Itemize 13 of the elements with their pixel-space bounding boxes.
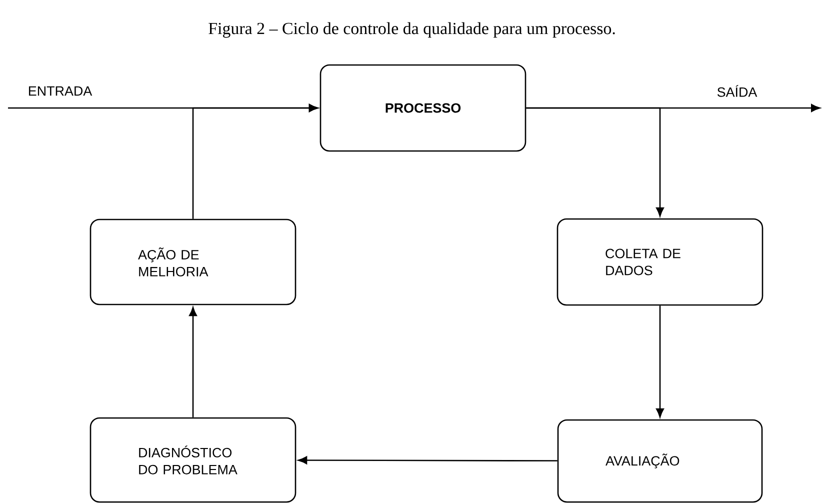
edge-label: ENTRADA	[26, 85, 94, 97]
step-box: DIAGNÓSTICO DO PROBLEMA	[90, 417, 296, 503]
process-box: PROCESSO	[320, 64, 526, 152]
step-box: COLETA DE DADOS	[556, 218, 764, 306]
arrow	[526, 107, 664, 217]
arrow	[656, 306, 664, 418]
figure-title: Figura 2 – Ciclo de controle da qualidade para um processo.	[208, 22, 615, 38]
edge-label: SAÍDA	[716, 84, 758, 98]
step-box: AÇÃO DE MELHORIA	[90, 218, 296, 306]
arrow	[192, 104, 318, 219]
arrow	[189, 306, 197, 418]
step-box: AVALIAÇÃO	[557, 419, 763, 503]
arrow	[298, 456, 558, 464]
